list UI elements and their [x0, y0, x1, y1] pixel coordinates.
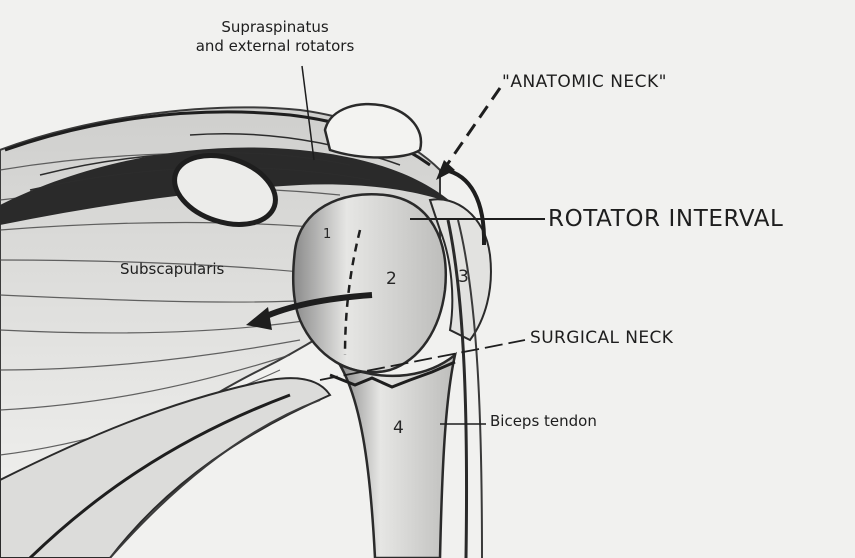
anatomic-neck-pointer [442, 88, 500, 172]
segment-number-3: 3 [458, 269, 469, 286]
humeral-head [293, 194, 446, 372]
segment-number-4: 4 [393, 420, 404, 437]
anatomic-neck-label: "ANATOMIC NECK" [502, 74, 667, 91]
biceps-tendon-label: Biceps tendon [490, 414, 597, 429]
rotator-interval-label: ROTATOR INTERVAL [548, 208, 783, 231]
subscapularis-label: Subscapularis [120, 262, 224, 277]
surgical-neck-label: SURGICAL NECK [530, 330, 673, 347]
segment-number-1: 1 [323, 228, 331, 241]
supraspinatus-label-line2: and external rotators [160, 37, 390, 56]
segment-number-2: 2 [386, 271, 397, 288]
supraspinatus-label-line1: Supraspinatus [160, 18, 390, 37]
acromion [325, 104, 421, 157]
supraspinatus-label: Supraspinatus and external rotators [160, 18, 390, 56]
